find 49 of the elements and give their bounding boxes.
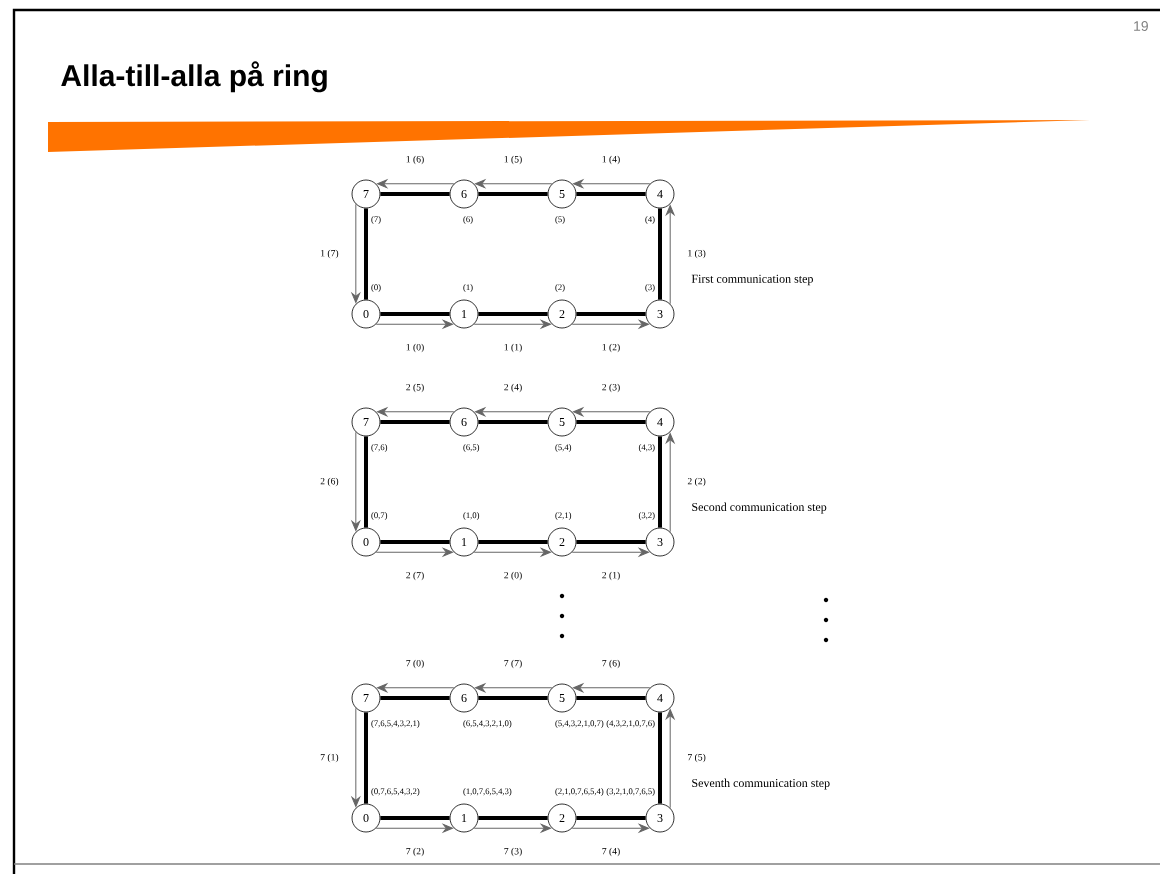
message-arrow [377, 179, 455, 189]
ring-link [478, 192, 548, 196]
ring-link [364, 208, 368, 300]
message-arrow [473, 319, 552, 329]
message-arrow [475, 407, 553, 417]
message-arrow [573, 179, 651, 189]
message-arrow [475, 179, 553, 189]
message-arrow [571, 547, 650, 557]
message-arrow [665, 205, 675, 305]
ring-link [380, 540, 450, 544]
ring-link [478, 696, 548, 700]
message-arrow [665, 709, 675, 809]
ring-link [478, 312, 548, 316]
message-arrow [375, 823, 454, 833]
ring-link [478, 420, 548, 424]
ring-link [658, 436, 662, 528]
ring-link [478, 816, 548, 820]
ring-link [478, 540, 548, 544]
message-arrow [473, 547, 552, 557]
message-arrow [351, 707, 361, 808]
message-arrow [571, 319, 650, 329]
message-arrow [571, 823, 650, 833]
ring-link [380, 420, 450, 424]
message-arrow [351, 203, 361, 304]
message-arrow [377, 407, 455, 417]
ring-link [658, 712, 662, 804]
ring-link [380, 816, 450, 820]
message-arrow [375, 547, 454, 557]
message-arrow [473, 823, 552, 833]
message-arrow [665, 433, 675, 533]
message-arrow [377, 683, 455, 693]
ring-link [380, 312, 450, 316]
ring-link [576, 312, 646, 316]
message-arrow [573, 407, 651, 417]
message-arrow [475, 683, 553, 693]
ring-link [364, 436, 368, 528]
ring-link [576, 420, 646, 424]
message-arrow [375, 319, 454, 329]
ring-link [380, 696, 450, 700]
ring-link [576, 816, 646, 820]
message-arrow [573, 683, 651, 693]
message-arrow [351, 431, 361, 532]
ring-link [658, 208, 662, 300]
ring-link [576, 696, 646, 700]
ring-link [364, 712, 368, 804]
slide-title: Alla-till-alla på ring [61, 61, 327, 93]
ring-link [380, 192, 450, 196]
ring-link [576, 192, 646, 196]
ring-link [576, 540, 646, 544]
